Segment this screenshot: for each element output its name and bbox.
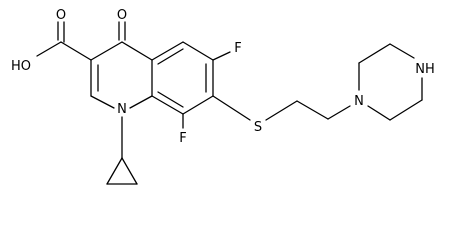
bond-n1-c2 (90, 95, 115, 109)
molecule-diagram: O O HO N F F S N NH (11, 8, 435, 185)
sulfur-label: S (254, 120, 262, 135)
fluorine-6-label: F (234, 41, 241, 56)
acid-oxygen-label: O (56, 8, 66, 23)
bond-c3-c4 (90, 41, 123, 61)
bond-pz-6 (367, 105, 391, 121)
piperazine-nh-label: NH (415, 62, 435, 77)
bond-c8a-n1 (129, 95, 153, 109)
bond-c6-f (212, 51, 231, 61)
bond-cp-1 (106, 157, 123, 185)
benzene-ring (151, 41, 214, 115)
ring-nitrogen-label: N (117, 102, 127, 117)
piperazine-n1-label: N (354, 94, 364, 109)
bond-c7-s (212, 95, 251, 121)
bond-pz-3 (389, 43, 415, 59)
bond-c4-c4a (121, 41, 153, 61)
fluorine-8-label: F (179, 131, 186, 146)
bond-ch2-ch2 (296, 100, 329, 120)
bond-c5-c6 (182, 41, 214, 61)
bond-ch2-n (327, 105, 351, 120)
piperazine-ring (358, 43, 423, 121)
bond-s-ch2 (265, 100, 298, 121)
bond-cooh-oh (36, 41, 62, 57)
bond-cp-3 (121, 157, 138, 185)
bond-c8-c8a (151, 95, 184, 115)
bond-pz-2 (358, 43, 391, 64)
pyridone-ring (90, 41, 153, 109)
bond-c7-c8 (182, 95, 214, 115)
hydroxyl-label: HO (11, 59, 31, 74)
bond-pz-5 (389, 99, 423, 121)
bond-c3-cooh (60, 41, 92, 61)
cyclopropyl-ring (106, 157, 138, 185)
bond-c8-c8a-inner (157, 91, 184, 108)
bond-c4a-c5 (151, 41, 184, 61)
bond-c4a-c5-inner (157, 48, 184, 65)
carbonyl-oxygen-label: O (117, 8, 127, 23)
structure-canvas: O O HO N F F S N NH (10, 8, 435, 185)
